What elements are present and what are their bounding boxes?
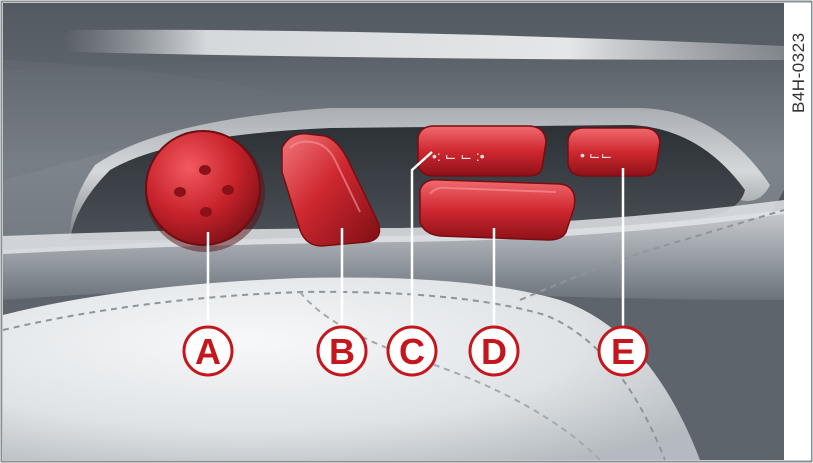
callout-label: E <box>611 331 635 372</box>
figure-reference-code: B4H-0323 <box>786 18 812 128</box>
set-button: • ⌙⌙ <box>568 128 660 176</box>
knob-dimple-left <box>174 187 186 197</box>
callout-label: C <box>399 331 425 372</box>
callout-label: D <box>481 331 507 372</box>
callout-b: B <box>318 327 366 375</box>
memory-button-row: •: ⌙ ⌙ :• <box>418 126 546 176</box>
memory-button-symbols: •: ⌙ ⌙ :• <box>432 148 485 164</box>
knob-dimple-right <box>222 185 234 195</box>
callout-a: A <box>184 327 232 375</box>
callout-e: E <box>599 327 647 375</box>
seat-horizontal-switch <box>420 180 575 240</box>
callout-label: A <box>195 331 221 372</box>
callout-d: D <box>470 327 518 375</box>
knob-dimple-top <box>199 165 211 175</box>
callout-c: C <box>388 327 436 375</box>
knob-dimple-bottom <box>200 207 212 217</box>
callout-label: B <box>329 331 355 372</box>
set-button-symbols: • ⌙⌙ <box>580 147 612 163</box>
